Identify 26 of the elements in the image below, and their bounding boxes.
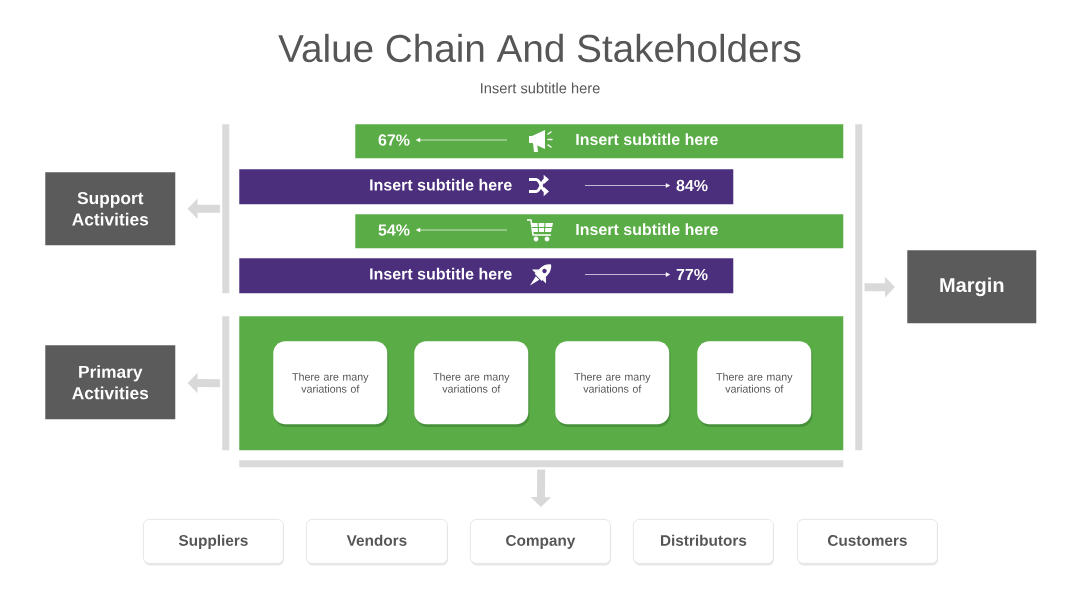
category-box: Margin <box>907 250 1037 324</box>
text-card: There are many variations of <box>555 341 671 427</box>
arrow <box>416 137 508 143</box>
category-box: Primary Activities <box>45 345 176 420</box>
subtitle: Insert subtitle here <box>481 82 600 94</box>
stakeholder-box: Customers <box>797 519 938 566</box>
title: Value Chain And Stakeholders <box>278 33 801 63</box>
bracket-bar <box>222 124 230 294</box>
percentage-label: 54% <box>378 224 410 236</box>
stakeholder-box: Distributors <box>633 519 774 566</box>
arrow <box>416 227 508 233</box>
percentage-label: 84% <box>676 179 708 192</box>
category-box: Support Activities <box>45 172 176 246</box>
stakeholder-box: Company <box>470 519 611 566</box>
bracket-bar <box>855 124 863 451</box>
arrow <box>584 183 670 188</box>
arrow <box>584 272 670 277</box>
bracket-bar <box>222 316 230 451</box>
stakeholder-box: Suppliers <box>143 519 284 566</box>
text-card: There are many variations of <box>273 341 389 427</box>
percentage-label: 77% <box>676 268 708 281</box>
text-card: There are many variations of <box>697 341 813 427</box>
bracket-bar <box>239 460 844 468</box>
percentage-label: 67% <box>378 134 410 146</box>
stakeholder-box: Vendors <box>306 519 448 566</box>
text-card: There are many variations of <box>414 341 530 427</box>
